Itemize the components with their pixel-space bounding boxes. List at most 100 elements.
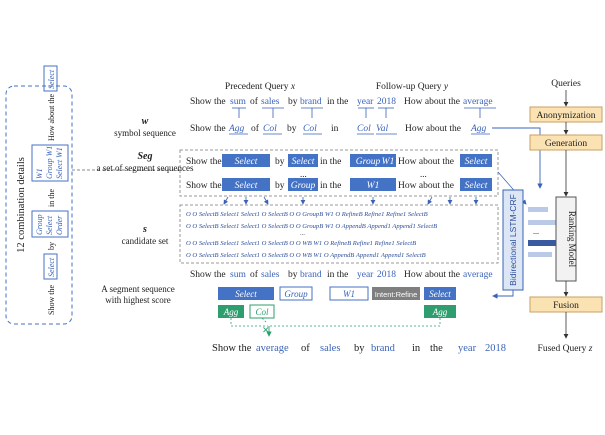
q-num: 2018: [377, 97, 396, 107]
combination-panel-border: [5, 85, 73, 325]
comb-suffix: in the: [47, 189, 56, 207]
header-followup: Follow-up Query y: [376, 82, 449, 92]
replace-line-3: [261, 317, 267, 323]
f-average: average: [256, 343, 289, 354]
cand-row-4: O O SelectB Select1 Select1 O SelectB O …: [186, 252, 426, 259]
flow-queries: Queries: [551, 79, 581, 89]
label-s-symbol: s: [142, 224, 147, 235]
s-show: Show the: [190, 124, 226, 134]
seg-area-border: [179, 149, 499, 197]
candidate-box: [179, 204, 499, 264]
q-sales: sales: [261, 97, 280, 107]
s-val: Val: [376, 124, 389, 134]
best-col-label: Col: [255, 307, 269, 317]
best-agg-1-label: Agg: [223, 307, 239, 317]
best-intent: [372, 287, 420, 300]
comb-box3: [31, 144, 69, 182]
cand-row-1: O O SelectB Select1 Select1 O SelectB O …: [186, 211, 428, 218]
b-sum: sum: [230, 270, 246, 280]
f-in: in: [412, 343, 421, 354]
comb-box2-b: Select: [45, 215, 54, 235]
f-sales: sales: [320, 343, 340, 354]
best-agg-2-label: Agg: [432, 307, 448, 317]
f-show: Show the: [212, 343, 252, 354]
comb-box3-a: W1: [35, 168, 44, 179]
q-brand: brand: [300, 97, 322, 107]
seg1-b3: [350, 154, 396, 167]
best-select-2: [424, 287, 456, 300]
seg2-b2-label: Group: [291, 181, 316, 191]
seg2-b3-label: W1: [367, 181, 380, 191]
comb-box2-a: Group: [35, 214, 44, 235]
seg1-b2: [288, 154, 318, 167]
flow-fused-query: Fused Query z: [538, 344, 593, 354]
best-select-1: [218, 287, 274, 300]
q-in-the: in the: [327, 97, 348, 107]
s-of: of: [251, 123, 260, 134]
cand-row-2: O O SelectB Select1 Select1 O SelectB O …: [186, 223, 437, 230]
comb-prefix: Show the: [47, 285, 56, 315]
seg-ellipsis-1: ...: [300, 169, 307, 179]
b-year: year: [357, 270, 374, 280]
comb-box1-label: Select: [47, 257, 56, 277]
label-seg-text: a set of segment sequences: [97, 163, 194, 173]
seg2-b4: [460, 178, 492, 191]
b-average: average: [463, 270, 493, 280]
combination-title: 12 combination details: [16, 157, 27, 253]
best-select-1-label: Select: [235, 289, 257, 299]
f-by: by: [354, 343, 365, 354]
header-precedent: Precedent Query x: [225, 82, 296, 92]
q-sum: sum: [230, 97, 246, 107]
fused-query-line: Show the average of sales by brand in th…: [212, 343, 506, 354]
best-group-label: Group: [284, 289, 308, 299]
q-how-about: How about the: [404, 97, 460, 107]
query-tick-lines: [232, 107, 496, 118]
comb-box4-label: Select: [47, 69, 56, 89]
f-brand: brand: [371, 343, 396, 354]
seg2-show: Show the: [186, 181, 222, 191]
flow-anonymization: Anonymization: [536, 111, 595, 121]
f-year: year: [458, 343, 477, 354]
best-intent-label: Intent:Refine: [375, 290, 418, 299]
seg1-by: by: [275, 157, 285, 167]
right-flow: Queries Anonymization Generation Ranking…: [529, 79, 603, 354]
best-agg-2: [424, 305, 456, 318]
b-show: Show the: [190, 270, 226, 280]
q-of: of: [250, 96, 259, 107]
b-how-about: How about the: [404, 270, 460, 280]
seg1-b4: [460, 154, 492, 167]
replace-line-1: [230, 318, 268, 327]
combination-panel: 12 combination details Show the Select b…: [5, 65, 73, 325]
f-of: of: [301, 343, 310, 354]
label-w-text: symbol sequence: [114, 128, 176, 138]
best-agg-1: [218, 305, 244, 318]
q-by: by: [288, 97, 298, 107]
s-col2: Col: [303, 124, 317, 134]
cross-icon: ✕: [262, 325, 270, 335]
label-best-line1: A segment sequence: [101, 284, 174, 294]
comb-box3-b: Group W1: [45, 146, 54, 179]
b-sales: sales: [261, 270, 280, 280]
arrow-symbol-to-crf: [492, 127, 543, 189]
b-of: of: [250, 269, 259, 280]
seg1-how: How about the: [398, 157, 454, 167]
replace-lines: [230, 317, 441, 327]
s-how-about: How about the: [405, 124, 461, 134]
sc-arrow-6: [427, 196, 433, 205]
replace-line-2: [270, 318, 441, 327]
query-line: Show the sum of sales by brand in the ye…: [190, 96, 493, 107]
comb-box2-c: Order: [55, 215, 64, 235]
s-by: by: [287, 124, 297, 134]
score-bar-1: [528, 207, 548, 212]
seg1-b4-label: Select: [465, 157, 488, 167]
seg-row-1: Show the Select by Select in the Group W…: [186, 154, 492, 167]
label-seg-symbol: Seg: [138, 151, 153, 162]
seg-to-cand-arrows: [223, 196, 479, 205]
f-num: 2018: [485, 343, 506, 354]
flow-ranking: Ranking Model: [567, 211, 577, 268]
best-seg-row: Select Group W1 Intent:Refine Select: [218, 286, 456, 301]
seg2-how: How about the: [398, 181, 454, 191]
best-group: [279, 286, 313, 301]
candidate-rows: O O SelectB Select1 Select1 O SelectB O …: [186, 211, 437, 259]
